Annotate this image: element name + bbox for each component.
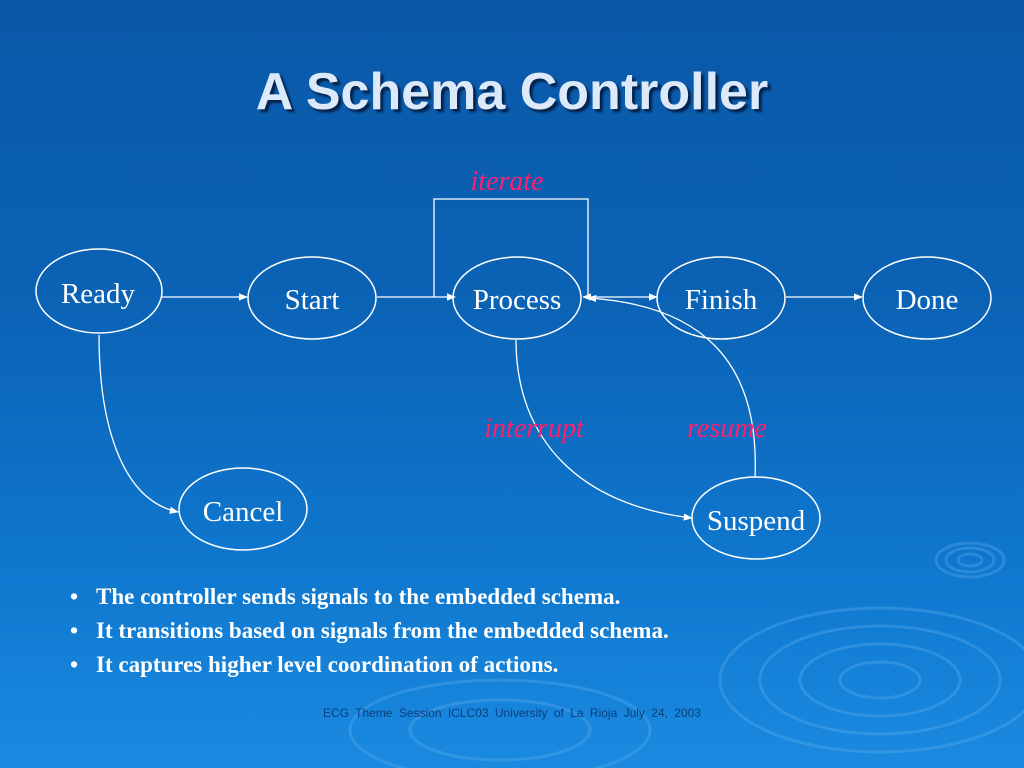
node-suspend-label: Suspend (707, 505, 806, 537)
node-done-label: Done (896, 284, 959, 316)
slide-title: A Schema Controller (255, 63, 769, 121)
node-start (247, 256, 377, 340)
node-ready (35, 248, 163, 334)
node-process-label: Process (473, 284, 562, 316)
node-cancel (178, 467, 308, 551)
node-finish (656, 256, 786, 340)
bullet-item: • It transitions based on signals from th… (70, 614, 669, 648)
slide-footer: ECG Theme Session ICLC03 University of L… (323, 706, 701, 720)
edge-iterate-loop (433, 198, 589, 297)
bullet-dot-icon: • (70, 652, 79, 677)
node-start-label: Start (285, 284, 340, 316)
bullet-text: It captures higher level coordination of… (96, 652, 559, 677)
edge-label-resume: resume (687, 413, 767, 444)
edge-ready-cancel (98, 334, 179, 514)
bullet-item: • The controller sends signals to the emb… (70, 580, 669, 614)
bullet-list: • The controller sends signals to the emb… (70, 580, 669, 682)
node-cancel-label: Cancel (203, 496, 284, 528)
bullet-dot-icon: • (70, 584, 79, 609)
edge-suspend-process (587, 294, 756, 478)
node-process (452, 256, 582, 340)
edge-label-iterate: iterate (470, 166, 543, 197)
bullet-item: • It captures higher level coordination o… (70, 648, 669, 682)
node-finish-label: Finish (685, 284, 758, 316)
edge-process-suspend (515, 339, 693, 521)
edge-label-interrupt: interrupt (484, 413, 585, 444)
bullet-text: The controller sends signals to the embe… (96, 584, 621, 609)
node-suspend (691, 476, 821, 560)
node-ready-label: Ready (61, 278, 136, 310)
bullet-text: It transitions based on signals from the… (96, 618, 669, 643)
bullet-dot-icon: • (70, 618, 79, 643)
node-done (862, 256, 992, 340)
